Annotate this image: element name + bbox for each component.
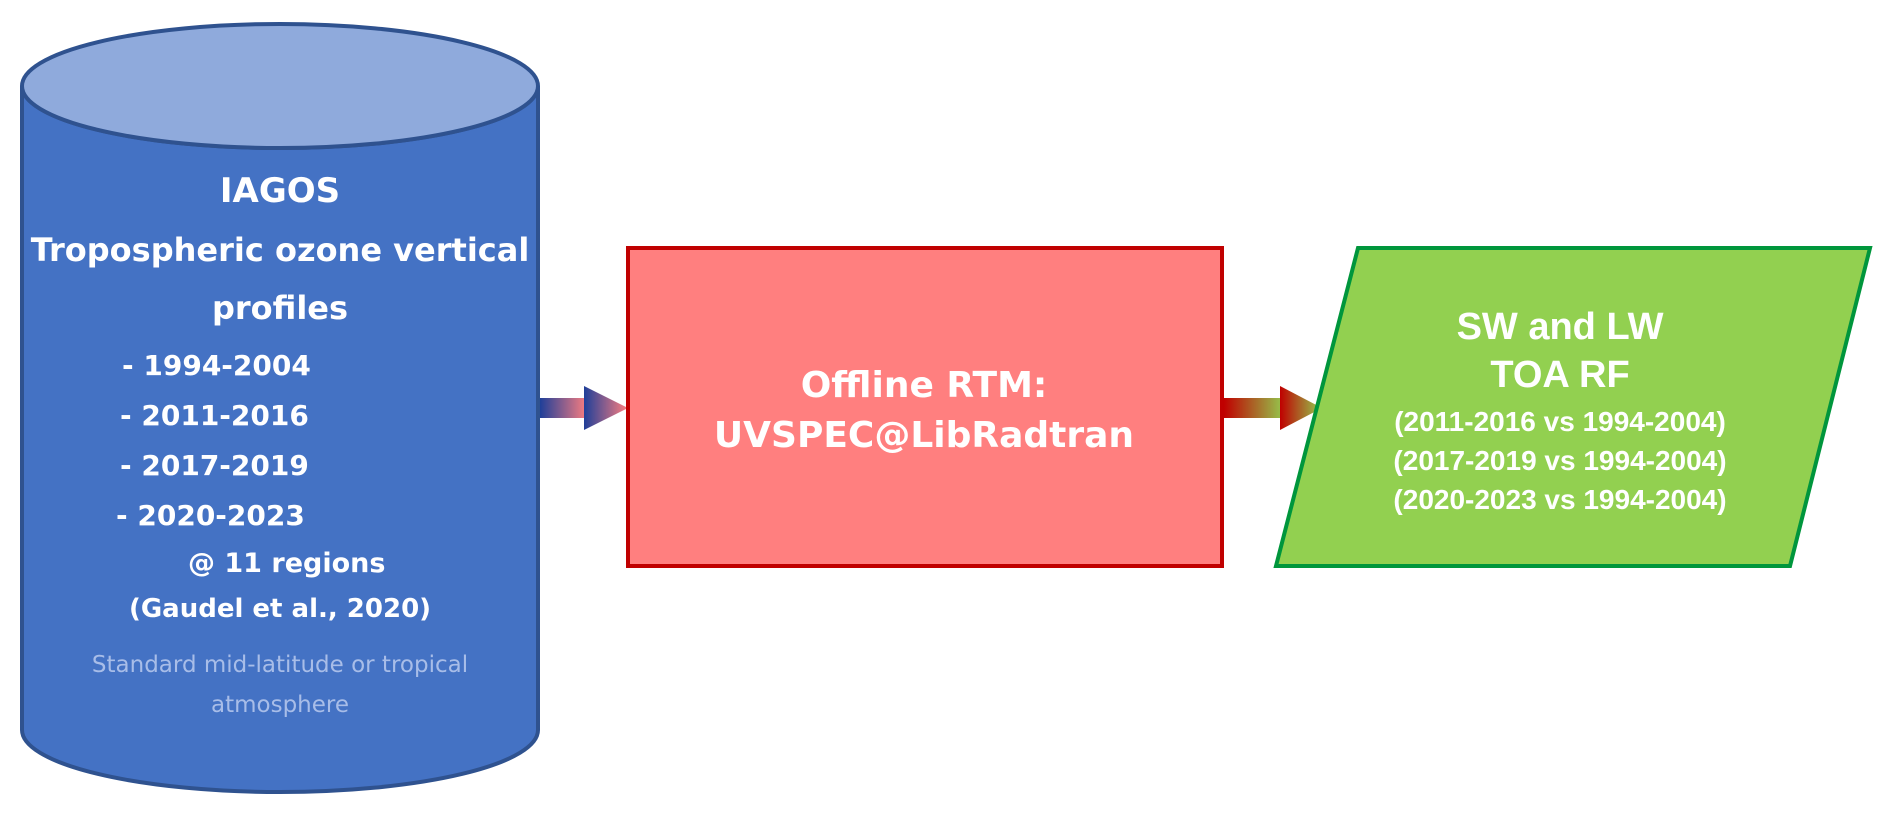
arrow-model-to-output: [1224, 386, 1322, 430]
arrow-database-to-model: [540, 386, 628, 430]
period-item: - 2011-2016: [120, 399, 309, 432]
period-item: - 1994-2004: [122, 349, 311, 382]
database-title: IAGOS: [219, 171, 341, 211]
arrow-head: [1280, 386, 1322, 430]
database-subtitle-line1: Tropospheric ozone vertical: [30, 231, 530, 269]
atmosphere-note-line1: Standard mid-latitude or tropical: [91, 652, 469, 678]
output-parallelogram: [1273, 246, 1873, 568]
arrow-head: [584, 386, 628, 430]
database-regions: @ 11 regions: [188, 548, 386, 579]
output-label-line2: TOA RF: [1490, 354, 1630, 396]
model-label-line2: UVSPEC@LibRadtran: [713, 415, 1135, 456]
comparison-item: (2020-2023 vs 1994-2004): [1393, 484, 1727, 515]
database-cylinder: [20, 22, 540, 794]
atmosphere-note-line2: atmosphere: [211, 692, 349, 718]
output-label-line1: SW and LW: [1456, 306, 1664, 348]
period-item: - 2020-2023: [116, 499, 305, 532]
database-subtitle-line2: profiles: [211, 289, 349, 327]
database-citation: (Gaudel et al., 2020): [128, 594, 432, 624]
cylinder-top: [20, 22, 540, 150]
arrow-shaft: [540, 398, 588, 418]
comparison-item: (2017-2019 vs 1994-2004): [1393, 445, 1727, 476]
arrow-shaft: [1224, 398, 1286, 418]
comparison-item: (2011-2016 vs 1994-2004): [1394, 406, 1726, 437]
model-label-line1: Offline RTM:: [800, 365, 1048, 406]
period-item: - 2017-2019: [120, 449, 309, 482]
model-box: [626, 246, 1224, 568]
